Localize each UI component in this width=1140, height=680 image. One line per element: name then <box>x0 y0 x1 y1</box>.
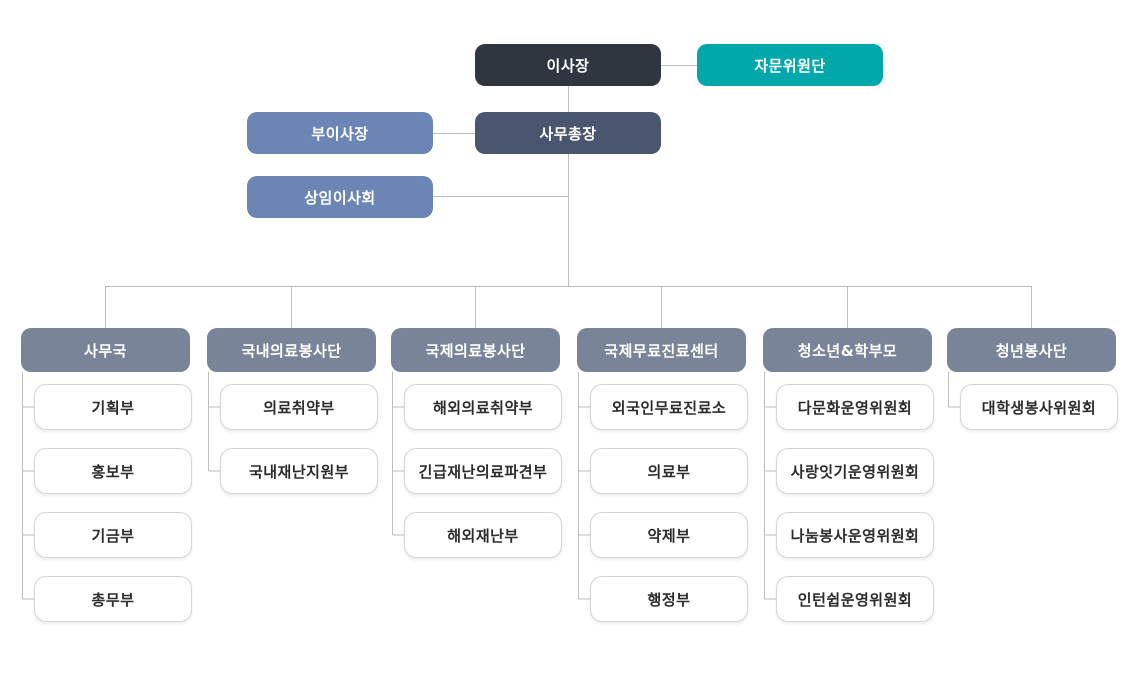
department-box: 약제부 <box>590 512 748 558</box>
division-head-2: 국제의료봉사단 <box>391 328 560 372</box>
department-box: 기금부 <box>34 512 192 558</box>
standing-board-box: 상임이사회 <box>247 176 433 218</box>
department-box: 다문화운영위원회 <box>776 384 934 430</box>
secretary-general-box: 사무총장 <box>475 112 661 154</box>
department-box: 의료취약부 <box>220 384 378 430</box>
department-box: 인턴쉽운영위원회 <box>776 576 934 622</box>
department-box: 기획부 <box>34 384 192 430</box>
department-box: 해외재난부 <box>404 512 562 558</box>
division-head-5: 청년봉사단 <box>947 328 1116 372</box>
advisory-box: 자문위원단 <box>697 44 883 86</box>
department-box: 국내재난지원부 <box>220 448 378 494</box>
department-box: 나눔봉사운영위원회 <box>776 512 934 558</box>
division-head-4: 청소년&학부모 <box>763 328 932 372</box>
department-box: 대학생봉사위원회 <box>960 384 1118 430</box>
department-box: 해외의료취약부 <box>404 384 562 430</box>
division-head-1: 국내의료봉사단 <box>207 328 376 372</box>
department-box: 사랑잇기운영위원회 <box>776 448 934 494</box>
department-box: 의료부 <box>590 448 748 494</box>
department-box: 홍보부 <box>34 448 192 494</box>
division-head-3: 국제무료진료센터 <box>577 328 746 372</box>
department-box: 외국인무료진료소 <box>590 384 748 430</box>
vice-president-box: 부이사장 <box>247 112 433 154</box>
division-head-0: 사무국 <box>21 328 190 372</box>
chairman-box: 이사장 <box>475 44 661 86</box>
department-box: 총무부 <box>34 576 192 622</box>
department-box: 긴급재난의료파견부 <box>404 448 562 494</box>
department-box: 행정부 <box>590 576 748 622</box>
